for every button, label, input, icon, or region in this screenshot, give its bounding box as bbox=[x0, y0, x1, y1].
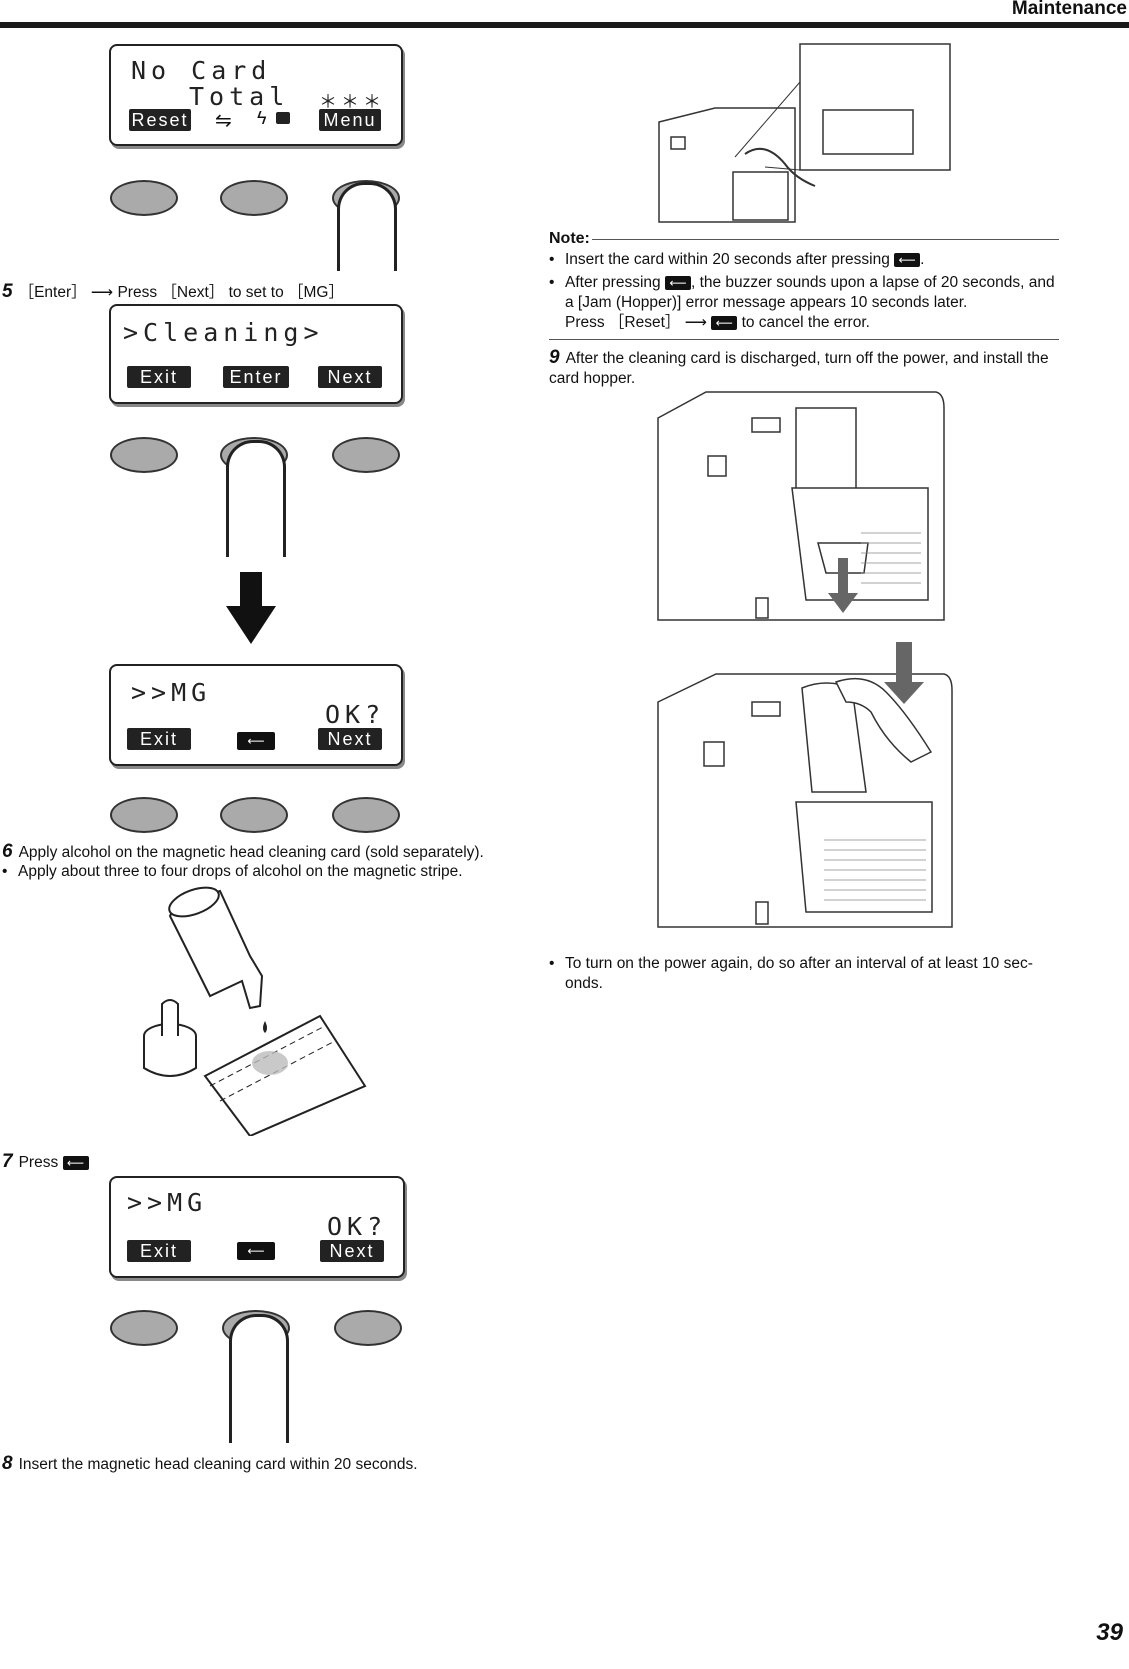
note-rule bbox=[591, 238, 1059, 240]
note-bottom-rule bbox=[549, 339, 1059, 340]
step-8: 8 Insert the magnetic head cleaning card … bbox=[2, 1454, 418, 1475]
lcd-panel-status: No Card Total ＊＊＊ Reset ⇋ ϟ Menu bbox=[109, 44, 403, 146]
drop-icon bbox=[263, 1021, 267, 1033]
lcd-next-label: Next bbox=[320, 1240, 384, 1262]
lcd-panel-mg-confirm: >>MG OK? Exit ⟵ Next bbox=[109, 1176, 405, 1278]
lcd-line-2: Total bbox=[189, 82, 290, 111]
usb-icon: ⇋ bbox=[215, 110, 232, 132]
lock-icon bbox=[276, 112, 290, 124]
note-bullet-2: After pressing ⟵, the buzzer sounds upon… bbox=[549, 273, 1059, 333]
cap-icon bbox=[143, 999, 197, 1077]
page-number: 39 bbox=[1096, 1619, 1123, 1646]
printer-insert-card-illustration bbox=[658, 43, 951, 223]
finger-press-icon bbox=[337, 182, 397, 271]
note-bullet-2-text-b: , the buzzer sounds upon a lapse of 20 s… bbox=[565, 274, 1055, 311]
lcd-reset-label: Reset bbox=[129, 109, 191, 131]
lcd-line-1: No Card bbox=[131, 56, 272, 85]
down-arrowhead-icon bbox=[226, 606, 276, 644]
lcd-next-label: Next bbox=[318, 366, 382, 388]
note-title: Note: bbox=[549, 230, 590, 247]
step-number: 6 bbox=[2, 841, 13, 862]
enter-key-icon: ⟵ bbox=[664, 275, 691, 290]
finger-press-icon bbox=[229, 1314, 289, 1443]
step-6: 6 Apply alcohol on the magnetic head clea… bbox=[2, 842, 484, 863]
panel-button-center[interactable] bbox=[220, 797, 288, 833]
down-arrow-icon bbox=[240, 572, 262, 608]
lcd-enter-label: Enter bbox=[223, 366, 289, 388]
lcd-exit-label: Exit bbox=[127, 1240, 191, 1262]
step-number: 8 bbox=[2, 1453, 13, 1474]
panel-button-right[interactable] bbox=[332, 437, 400, 473]
note-bullet-1-end: . bbox=[920, 251, 925, 268]
enter-key-icon: ⟵ bbox=[62, 1155, 89, 1170]
lcd-line-1: >>MG bbox=[127, 1188, 208, 1217]
enter-key-icon: ⟵ bbox=[237, 732, 275, 750]
lcd-line-2: OK? bbox=[327, 1212, 388, 1241]
printer-hopper-install-illustration bbox=[657, 642, 953, 928]
step-number: 9 bbox=[549, 347, 560, 368]
enter-key-icon: ⟵ bbox=[237, 1242, 275, 1260]
panel-button-left[interactable] bbox=[110, 180, 178, 216]
section-title: Maintenance bbox=[1011, 0, 1127, 19]
power-on-bullet: To turn on the power again, do so after … bbox=[549, 954, 1060, 994]
lcd-panel-cleaning: >Cleaning> Exit Enter Next bbox=[109, 304, 403, 404]
lcd-line-2: OK? bbox=[325, 700, 386, 729]
down-arrow-icon bbox=[828, 558, 858, 613]
lcd-stars: ＊＊＊ bbox=[319, 92, 385, 113]
finger-press-icon bbox=[226, 440, 286, 557]
bottle-icon bbox=[168, 886, 264, 1010]
step-6-bullet: Apply about three to four drops of alcoh… bbox=[2, 862, 1129, 882]
note-bullet-1: Insert the card within 20 seconds after … bbox=[549, 250, 1059, 270]
lcd-exit-label: Exit bbox=[127, 366, 191, 388]
panel-button-right[interactable] bbox=[334, 1310, 402, 1346]
alcohol-bottle-illustration bbox=[143, 886, 367, 1136]
step-text: Press bbox=[18, 1154, 59, 1171]
note-bullet-2-text-c: Press ［Reset］ ⟶ bbox=[565, 314, 707, 331]
step-text: After the cleaning card is discharged, t… bbox=[549, 350, 1049, 387]
note-bullet-2-text-d: to cancel the error. bbox=[741, 314, 870, 331]
lcd-line-1: >Cleaning> bbox=[123, 318, 324, 347]
step-7: 7 Press ⟵ bbox=[2, 1152, 89, 1173]
lightning-icon: ϟ bbox=[257, 108, 267, 128]
enter-key-icon: ⟵ bbox=[711, 315, 738, 330]
lcd-menu-label: Menu bbox=[319, 109, 381, 131]
enter-key-icon: ⟵ bbox=[894, 252, 921, 267]
note-box: Note: Insert the card within 20 seconds … bbox=[549, 230, 1059, 340]
lcd-line-1: >>MG bbox=[131, 678, 212, 707]
cleaning-card-icon bbox=[203, 1014, 367, 1136]
header-rule bbox=[0, 22, 1129, 28]
printer-card-discharged-illustration bbox=[657, 391, 945, 621]
panel-button-left[interactable] bbox=[110, 797, 178, 833]
step-text: Apply alcohol on the magnetic head clean… bbox=[18, 844, 484, 861]
step-number: 7 bbox=[2, 1151, 13, 1172]
note-bullet-1-text: Insert the card within 20 seconds after … bbox=[565, 251, 890, 268]
step-number: 5 bbox=[2, 281, 13, 302]
step-5: 5 ［Enter］ ⟶ Press ［Next］ to set to ［MG］ bbox=[2, 282, 344, 303]
step-text: Insert the magnetic head cleaning card w… bbox=[18, 1456, 418, 1473]
note-bullet-2-text-a: After pressing bbox=[565, 274, 661, 291]
down-arrow-icon bbox=[884, 642, 924, 704]
panel-button-left[interactable] bbox=[110, 437, 178, 473]
lcd-next-label: Next bbox=[318, 728, 382, 750]
panel-button-left[interactable] bbox=[110, 1310, 178, 1346]
step-text: ［Enter］ ⟶ Press ［Next］ to set to ［MG］ bbox=[18, 284, 344, 301]
panel-button-right[interactable] bbox=[332, 797, 400, 833]
lcd-panel-mg: >>MG OK? Exit ⟵ Next bbox=[109, 664, 403, 766]
panel-button-center[interactable] bbox=[220, 180, 288, 216]
lcd-exit-label: Exit bbox=[127, 728, 191, 750]
